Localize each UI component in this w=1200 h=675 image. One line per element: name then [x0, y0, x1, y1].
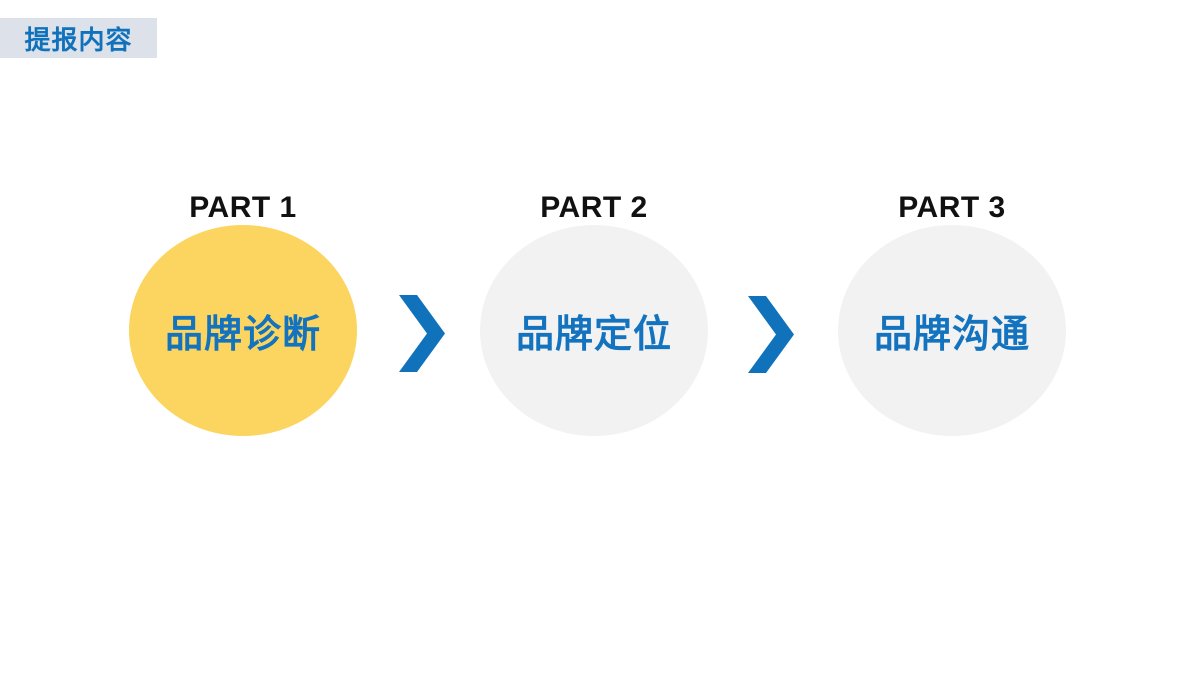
slide-header-badge: 提报内容: [0, 18, 157, 58]
part-2-title: 品牌定位: [515, 314, 672, 356]
part-1-circle: 品牌诊断: [129, 225, 357, 436]
process-step-2: PART 2 品牌定位: [480, 190, 708, 436]
part-3-label: PART 3: [898, 191, 1006, 224]
part-3-circle: 品牌沟通: [838, 225, 1066, 436]
slide-header-label: 提报内容: [24, 24, 133, 55]
part-1-title: 品牌诊断: [164, 314, 321, 356]
part-2-label: PART 2: [540, 191, 648, 224]
part-3-title: 品牌沟通: [873, 314, 1030, 356]
process-step-1: PART 1 品牌诊断: [129, 190, 357, 436]
process-step-3: PART 3 品牌沟通: [838, 190, 1066, 436]
chevron-right-icon: [399, 295, 445, 372]
part-2-circle: 品牌定位: [480, 225, 708, 436]
part-1-label: PART 1: [189, 191, 297, 224]
chevron-right-icon: [748, 296, 794, 373]
